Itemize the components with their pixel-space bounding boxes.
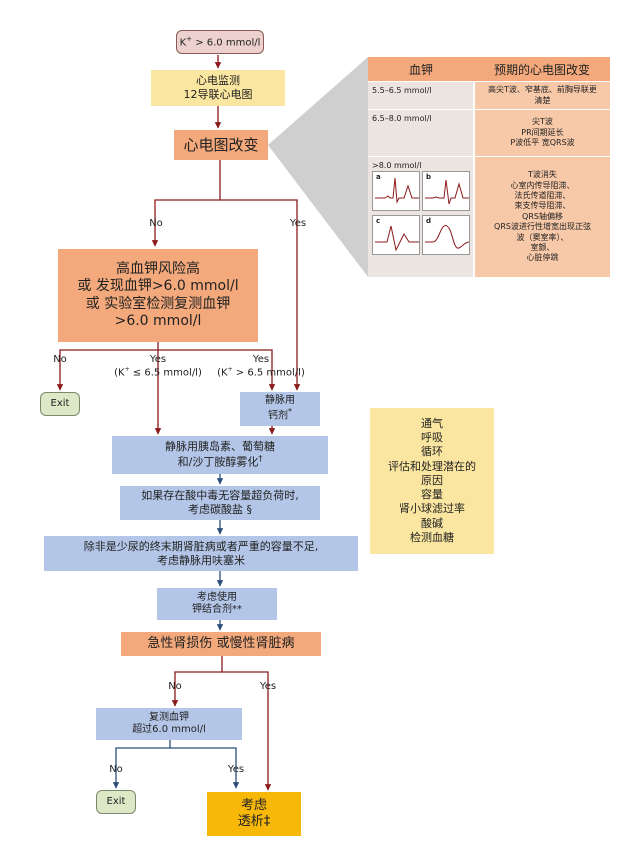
furosemide-box: 除非是少尿的终末期肾脏病或者严重的容量不足, 考虑静脉用呋塞米 — [44, 536, 358, 571]
branch2-yes-low-label: Yes (K+ ≤ 6.5 mmol/l) — [114, 354, 202, 379]
ecg-thumbnail-d: d — [422, 215, 470, 255]
bicarbonate-box: 如果存在酸中毒无容量超负荷时, 考虑碳酸盐 § — [120, 486, 320, 520]
table-header-potassium: 血钾 — [368, 57, 474, 81]
checklist-item: 呼吸 — [421, 430, 443, 444]
checklist-item: 酸碱 — [421, 516, 443, 530]
iv-insulin-box: 静脉用胰岛素、葡萄糖 和/沙丁胺醇雾化† — [112, 436, 328, 474]
ecg-monitoring-box: 心电监测 12导联心电图 — [151, 70, 285, 106]
abcde-checklist-box: 通气 呼吸 循环 评估和处理潜在的 原因 容量 肾小球滤过率 酸碱 检测血糖 — [370, 408, 494, 554]
branch4-yes-label: Yes — [227, 764, 245, 775]
branch2-no-label: No — [53, 354, 67, 365]
branch4-no-label: No — [109, 764, 123, 775]
checklist-item: 循环 — [421, 445, 443, 459]
ecg-change-box: 心电图改变 — [174, 130, 268, 160]
checklist-item: 检测血糖 — [410, 531, 454, 545]
potassium-binder-box: 考虑使用 钾结合剂** — [157, 588, 277, 620]
exit-node-1: Exit — [40, 392, 80, 416]
recheck-potassium-box: 复测血钾 超过6.0 mmol/l — [96, 708, 242, 740]
checklist-item: 评估和处理潜在的 — [388, 459, 476, 473]
checklist-item: 原因 — [421, 473, 443, 487]
dialysis-box: 考虑 透析‡ — [207, 792, 301, 836]
ecg-trace-d — [425, 225, 470, 249]
ecg-reference-table: 血钾 预期的心电图改变 5.5–6.5 mmol/l 高尖T波、窄基底、前胸导联… — [368, 57, 610, 277]
aki-ckd-box: 急性肾损伤 或慢性肾脏病 — [121, 632, 321, 656]
ecg-thumbnail-b: b — [422, 171, 470, 211]
branch1-no-label: No — [149, 218, 163, 229]
table-row-2-ecg: 尖T波 PR间期延长 P波低平 宽QRS波 — [475, 110, 610, 156]
iv-calcium-box: 静脉用 钙剂* — [240, 392, 320, 426]
table-row-3-ecg: T波消失 心室内传导阻滞、 法氏传道阻滞、 束支传导阻滞、 QRS轴偏移 QRS… — [475, 157, 610, 277]
table-header-ecg: 预期的心电图改变 — [474, 57, 610, 81]
branch3-no-label: No — [168, 681, 182, 692]
table-row-1-ecg: 高尖T波、窄基底、前胸导联更 清楚 — [475, 82, 610, 109]
ecg-trace-b — [425, 179, 469, 205]
table-row-2-k: 6.5–8.0 mmol/l — [368, 110, 473, 156]
branch3-yes-label: Yes — [259, 681, 277, 692]
checklist-item: 肾小球滤过率 — [399, 502, 465, 516]
branch1-yes-label: Yes — [289, 218, 307, 229]
start-node: K+ > 6.0 mmol/l — [176, 30, 264, 54]
checklist-item: 容量 — [421, 488, 443, 502]
ecg-trace-c — [375, 225, 419, 252]
table-row-1-k: 5.5–6.5 mmol/l — [368, 82, 473, 109]
checklist-item: 通气 — [421, 416, 443, 430]
branch2-yes-high-label: Yes (K+ > 6.5 mmol/l) — [217, 354, 305, 379]
ecg-thumbnail-a: a — [372, 171, 420, 211]
callout-wedge — [268, 57, 368, 277]
ecg-trace-a — [375, 177, 419, 204]
exit-node-2: Exit — [96, 790, 136, 814]
high-risk-box: 高血钾风险高 或 发现血钾>6.0 mmol/l 或 实验室检测复测血钾 >6.… — [58, 249, 258, 342]
ecg-thumbnail-c: c — [372, 215, 420, 255]
